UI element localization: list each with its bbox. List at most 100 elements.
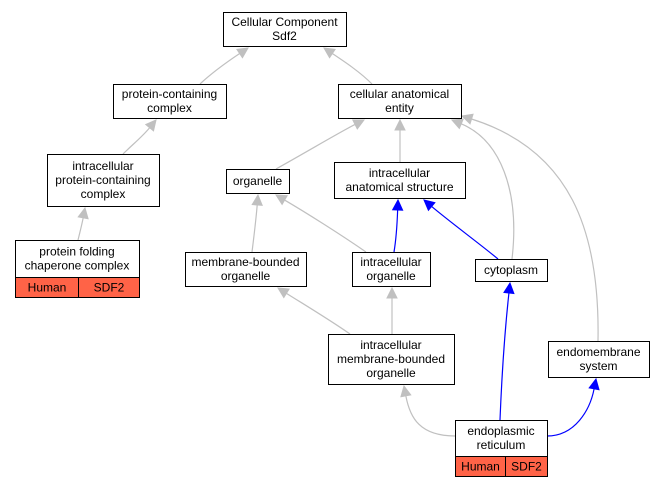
edge-arrowhead	[251, 193, 263, 206]
edge-intracellular-membrane-bounded-organelle-to-membrane-bounded-organelle	[277, 287, 351, 335]
edge-arrowhead	[391, 198, 404, 211]
edge-arrowhead	[588, 377, 600, 391]
edge-line	[393, 209, 399, 253]
edge-intracellular-protein-containing-complex-to-protein-containing-complex	[122, 119, 157, 155]
edge-arrowhead	[460, 113, 474, 125]
edge-line	[122, 127, 151, 155]
edge-line	[286, 292, 351, 335]
node-box	[226, 169, 290, 194]
gene-tag-box	[505, 456, 548, 477]
edge-cellular-anatomical-entity-to-cellular-component	[323, 47, 373, 85]
node-organelle[interactable]: organelle	[226, 169, 290, 194]
species-tag: Human	[461, 460, 500, 474]
node-box	[185, 252, 307, 287]
node-label-line: protein folding	[39, 245, 114, 259]
edge-organelle-to-cellular-anatomical-entity	[275, 119, 365, 170]
node-label-line: intracellular	[369, 166, 430, 180]
node-box	[475, 259, 548, 282]
gene-tag: SDF2	[94, 281, 125, 295]
node-box	[455, 420, 548, 457]
node-label-line: cellular anatomical	[350, 87, 449, 101]
node-label-line: intracellular	[360, 255, 421, 269]
node-label-line: membrane-bounded	[191, 255, 299, 269]
node-label-line: complex	[147, 101, 192, 115]
node-label-line: endomembrane	[556, 345, 640, 359]
node-label-line: endoplasmic	[467, 424, 534, 438]
edge-line	[471, 118, 599, 342]
edge-intracellular-organelle-to-organelle	[275, 194, 367, 253]
node-label-line: membrane-bounded	[337, 352, 445, 366]
gene-tag: SDF2	[511, 460, 542, 474]
edge-intracellular-anatomical-structure-to-cellular-anatomical-entity	[394, 118, 406, 162]
node-label-line: organelle	[233, 174, 283, 188]
node-label-line: cytoplasm	[484, 263, 538, 277]
node-label-line: anatomical structure	[345, 180, 453, 194]
edge-endoplasmic-reticulum-to-intracellular-membrane-bounded-organelle	[400, 384, 456, 437]
node-box	[334, 162, 466, 199]
node-label-line: system	[579, 359, 617, 373]
node-label-line: Cellular Component	[231, 15, 338, 29]
node-cytoplasm[interactable]: cytoplasm	[475, 259, 548, 282]
node-box	[338, 84, 462, 119]
node-label-line: organelle	[366, 269, 416, 283]
edge-arrowhead	[323, 47, 336, 59]
edge-line	[284, 199, 367, 253]
edge-line	[275, 123, 356, 170]
edge-arrowhead	[275, 194, 288, 206]
node-label-line: chaperone complex	[25, 259, 130, 273]
edge-line	[546, 388, 595, 437]
node-label-line: entity	[385, 101, 414, 115]
edge-arrowhead	[423, 199, 436, 212]
edge-line	[251, 204, 258, 253]
edge-intracellular-membrane-bounded-organelle-to-intracellular-organelle	[386, 286, 398, 334]
edge-protein-containing-complex-to-cellular-component	[199, 47, 249, 85]
edge-arrowhead	[400, 384, 412, 398]
edge-line	[499, 292, 510, 421]
edge-endomembrane-system-to-cellular-anatomical-entity	[460, 113, 599, 342]
node-box	[113, 84, 227, 119]
gene-tag-box	[78, 277, 140, 298]
edge-line	[77, 217, 84, 241]
edge-intracellular-organelle-to-intracellular-anatomical-structure	[391, 198, 404, 253]
edge-line	[460, 123, 515, 260]
edge-arrowhead	[503, 281, 515, 295]
edge-arrowhead	[450, 118, 464, 130]
edge-arrowhead	[386, 286, 398, 299]
edge-endoplasmic-reticulum-to-endomembrane-system	[546, 377, 600, 437]
edge-cytoplasm-to-intracellular-anatomical-structure	[423, 199, 499, 260]
edges-layer	[77, 47, 600, 437]
edge-arrowhead	[144, 119, 157, 132]
species-tag: Human	[28, 281, 67, 295]
edge-line	[405, 395, 456, 437]
edge-arrowhead	[236, 47, 249, 59]
edge-arrowhead	[277, 287, 290, 299]
edge-cytoplasm-to-cellular-anatomical-entity	[450, 118, 515, 260]
node-label-line: organelle	[221, 269, 271, 283]
edge-line	[431, 206, 499, 260]
node-box	[328, 334, 455, 385]
edge-protein-folding-chaperone-complex-to-intracellular-protein-containing-complex	[77, 206, 89, 241]
edge-arrowhead	[352, 119, 365, 130]
edge-line	[199, 53, 241, 85]
node-label-line: Sdf2	[272, 29, 297, 43]
node-label-line: protein-containing	[55, 173, 150, 187]
node-box	[548, 341, 650, 378]
edge-arrowhead	[77, 206, 89, 220]
node-label-line: organelle	[366, 366, 416, 380]
node-box	[47, 154, 160, 207]
edge-line	[331, 53, 373, 85]
edge-arrowhead	[394, 118, 406, 131]
